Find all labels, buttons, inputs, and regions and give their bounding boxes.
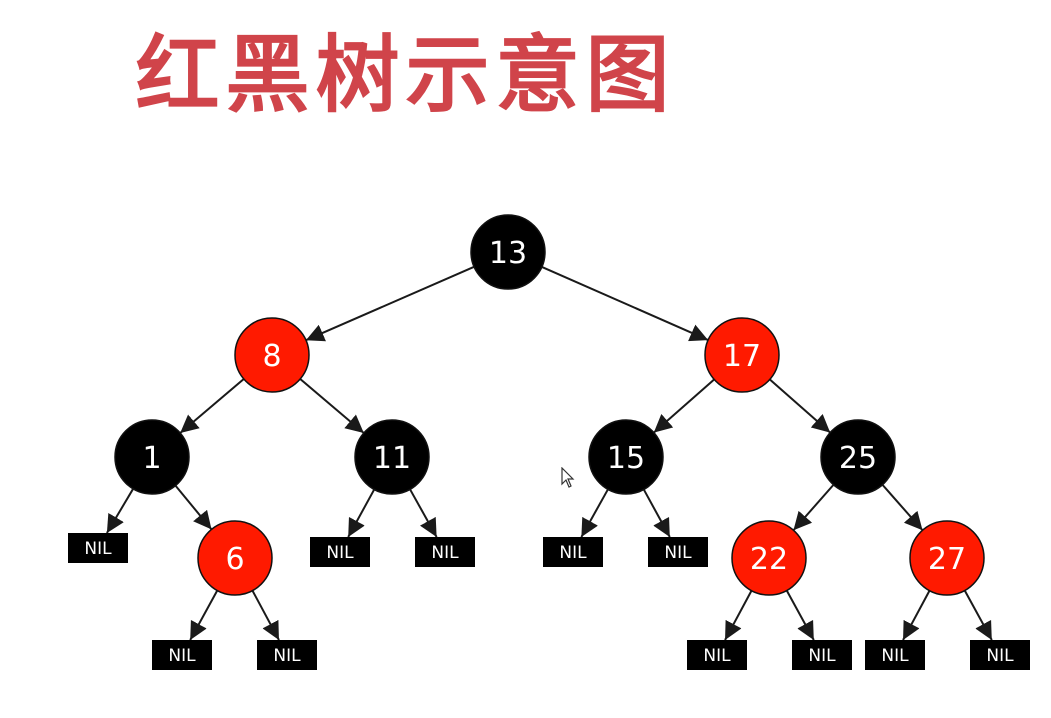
nil-leaf: NIL bbox=[970, 640, 1030, 670]
node-label: 22 bbox=[750, 542, 788, 577]
red-node-circle bbox=[704, 317, 780, 393]
tree-edge bbox=[541, 265, 709, 342]
node-label: 1 bbox=[142, 441, 161, 476]
black-node-circle bbox=[354, 419, 430, 495]
tree-edge bbox=[347, 488, 376, 538]
tree-edge bbox=[251, 590, 280, 641]
nil-label: NIL bbox=[84, 539, 112, 559]
tree-node-13: 13 bbox=[470, 214, 546, 290]
page-title: 红黑树示意图 bbox=[135, 26, 676, 124]
black-node-circle bbox=[588, 419, 664, 495]
nil-leaf: NIL bbox=[415, 537, 475, 567]
tree-node-11: 11 bbox=[354, 419, 430, 495]
tree-node-8: 8 bbox=[234, 317, 310, 393]
node-label: 8 bbox=[262, 339, 281, 374]
nil-label: NIL bbox=[703, 646, 731, 666]
node-label: 11 bbox=[373, 441, 411, 476]
tree-edge bbox=[785, 589, 815, 641]
tree-edge bbox=[902, 590, 931, 641]
tree-edge bbox=[642, 488, 671, 538]
red-node-circle bbox=[197, 520, 273, 596]
nil-label: NIL bbox=[664, 543, 692, 563]
tree-edge bbox=[174, 484, 213, 531]
nil-box bbox=[257, 640, 317, 670]
tree-node-6: 6 bbox=[197, 520, 273, 596]
node-label: 27 bbox=[928, 542, 966, 577]
nil-label: NIL bbox=[808, 646, 836, 666]
nil-leaf: NIL bbox=[865, 640, 925, 670]
nil-box bbox=[543, 537, 603, 567]
tree-node-15: 15 bbox=[588, 419, 664, 495]
nil-box bbox=[970, 640, 1030, 670]
nil-box bbox=[68, 533, 128, 563]
black-node-circle bbox=[470, 214, 546, 290]
nil-label: NIL bbox=[881, 646, 909, 666]
mouse-cursor-icon bbox=[561, 467, 575, 488]
nil-box bbox=[865, 640, 925, 670]
node-label: 15 bbox=[607, 441, 645, 476]
tree-edge bbox=[769, 378, 831, 434]
nil-label: NIL bbox=[986, 646, 1014, 666]
tree-edge bbox=[106, 488, 134, 534]
nil-label: NIL bbox=[431, 543, 459, 563]
tree-node-1: 1 bbox=[114, 419, 190, 495]
nil-leaf: NIL bbox=[310, 537, 370, 567]
tree-edge bbox=[653, 378, 715, 434]
nil-leaf: NIL bbox=[543, 537, 603, 567]
nil-leaf: NIL bbox=[257, 640, 317, 670]
node-label: 17 bbox=[723, 339, 761, 374]
tree-node-27: 27 bbox=[909, 520, 985, 596]
nil-leaf: NIL bbox=[792, 640, 852, 670]
nil-label: NIL bbox=[168, 646, 196, 666]
nil-leaf: NIL bbox=[687, 640, 747, 670]
nil-box bbox=[310, 537, 370, 567]
tree-edge bbox=[792, 484, 835, 531]
tree-edge bbox=[409, 488, 438, 538]
black-node-circle bbox=[820, 419, 896, 495]
nil-box bbox=[415, 537, 475, 567]
tree-edge bbox=[724, 590, 753, 641]
nil-box bbox=[648, 537, 708, 567]
red-node-circle bbox=[909, 520, 985, 596]
tree-node-22: 22 bbox=[731, 520, 807, 596]
nil-box bbox=[792, 640, 852, 670]
red-node-circle bbox=[234, 317, 310, 393]
red-node-circle bbox=[731, 520, 807, 596]
node-label: 13 bbox=[489, 236, 527, 271]
black-node-circle bbox=[114, 419, 190, 495]
tree-edge bbox=[963, 589, 993, 641]
nil-box bbox=[152, 640, 212, 670]
node-label: 6 bbox=[225, 542, 244, 577]
tree-edge bbox=[305, 265, 475, 342]
tree-edge bbox=[189, 589, 219, 641]
nil-label: NIL bbox=[326, 543, 354, 563]
tree-edge bbox=[881, 484, 924, 531]
tree-node-17: 17 bbox=[704, 317, 780, 393]
nil-label: NIL bbox=[273, 646, 301, 666]
tree-node-25: 25 bbox=[820, 419, 896, 495]
node-label: 25 bbox=[839, 441, 877, 476]
nil-box bbox=[687, 640, 747, 670]
nil-leaf: NIL bbox=[648, 537, 708, 567]
tree-edge bbox=[299, 378, 365, 434]
tree-edge bbox=[179, 378, 245, 434]
tree-edge bbox=[580, 488, 609, 538]
nil-leaf: NIL bbox=[68, 533, 128, 563]
nil-leaf: NIL bbox=[152, 640, 212, 670]
nil-label: NIL bbox=[559, 543, 587, 563]
